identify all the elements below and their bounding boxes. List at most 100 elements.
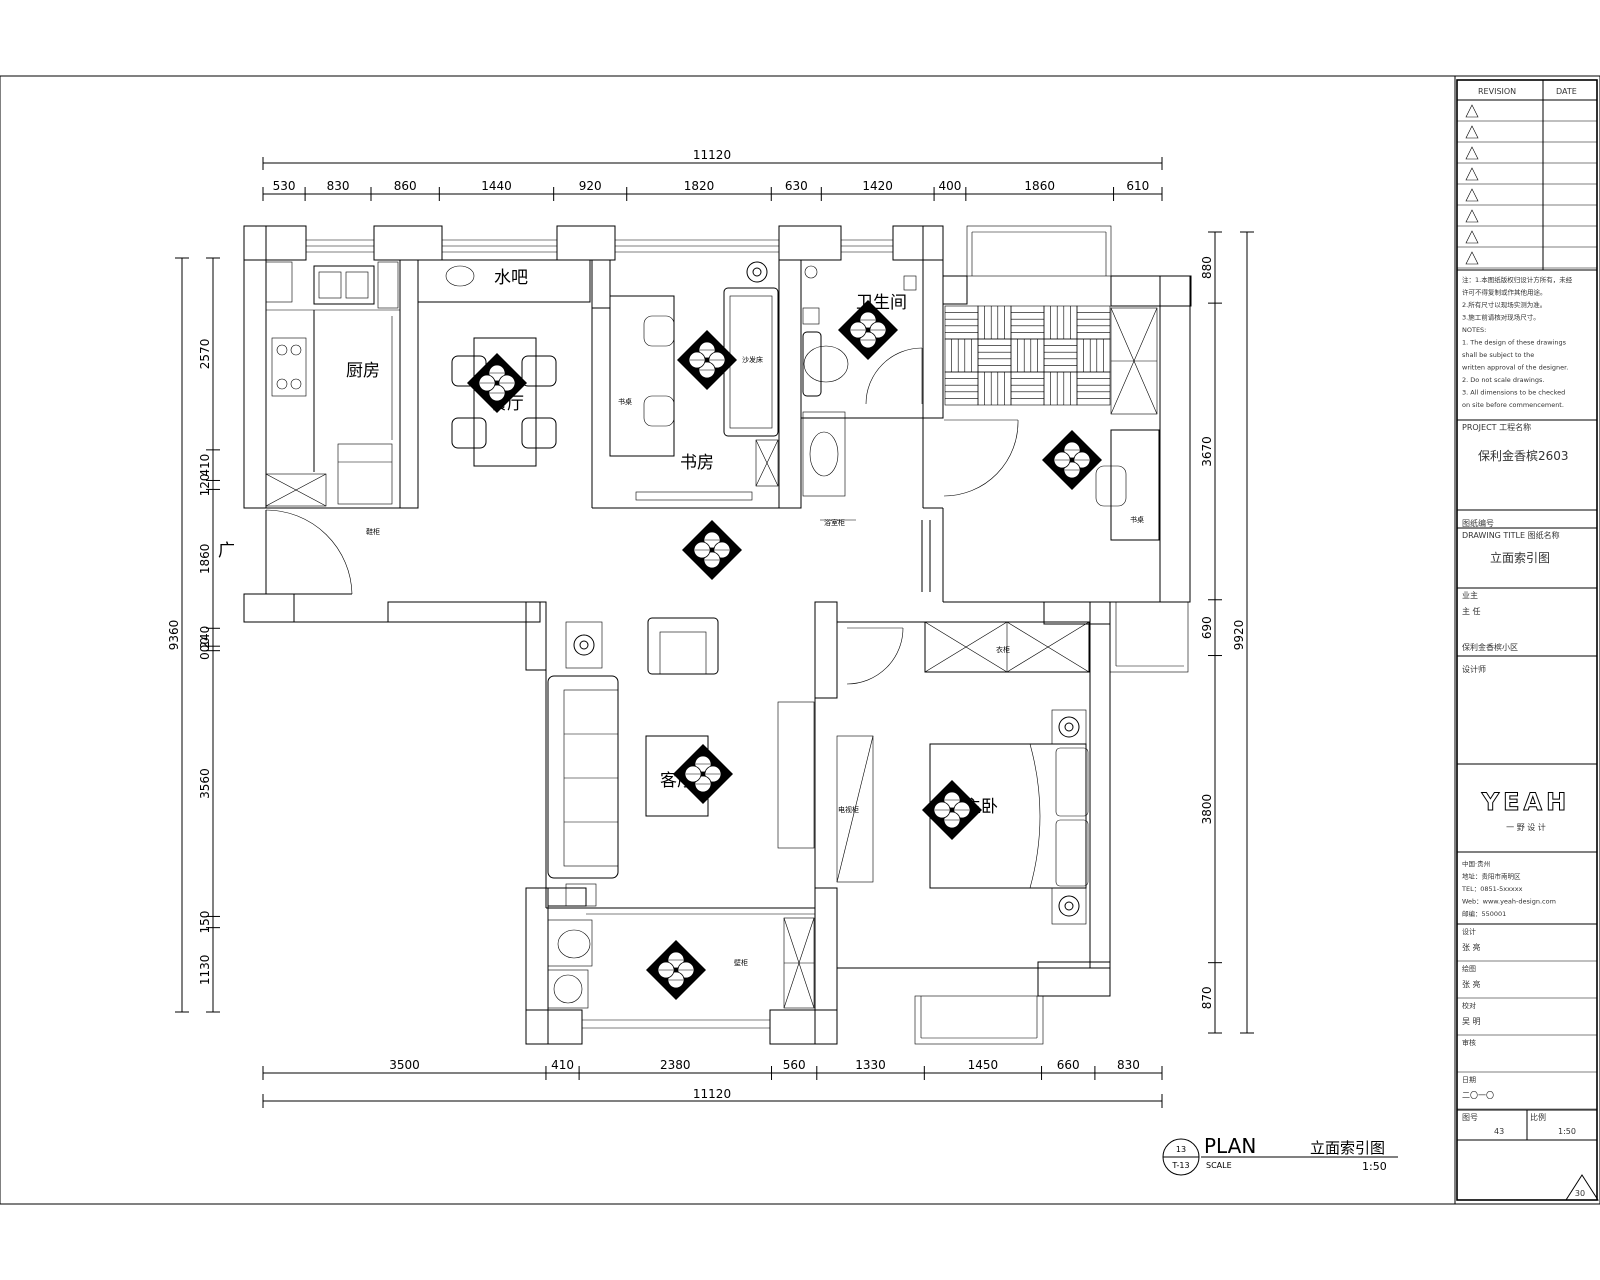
elevation-marker-3 (1042, 430, 1102, 490)
tb-row-value-4: 二〇一〇 (1462, 1091, 1494, 1100)
drawing-frame (0, 75, 1600, 1205)
tb-row-label-4: 日期 (1462, 1076, 1476, 1084)
note-line-3: 3.施工前请核对现场尺寸。 (1462, 313, 1540, 322)
left-dim-6: 3560 (198, 768, 212, 799)
top-total-dim: 11120 (693, 148, 731, 162)
tv-cabinet-label: 电视柜 (838, 805, 859, 814)
tb-row-value-2: 吴 明 (1462, 1017, 1481, 1026)
company-logo-sub: 一 野 设 计 (1506, 822, 1546, 832)
bottom-dim-5: 1450 (968, 1058, 999, 1072)
project-label: PROJECT 工程名称 (1462, 422, 1531, 432)
plan-number: 13 (1176, 1145, 1186, 1154)
drawing-title: 立面索引图 (1490, 550, 1550, 565)
bottom-dim-7: 830 (1117, 1058, 1140, 1072)
right-dim-3: 3800 (1200, 794, 1214, 825)
tb-row-label-1: 绘图 (1462, 964, 1476, 973)
elevation-marker-1 (677, 330, 737, 390)
note-line-10: on site before commencement. (1462, 401, 1564, 409)
bath-cabinet-label: 浴室柜 (824, 518, 845, 527)
top-dim-3: 1440 (481, 179, 512, 193)
right-dim-1: 3670 (1200, 436, 1214, 467)
note-line-2: 2.所有尺寸以现场实测为准。 (1462, 300, 1546, 309)
second-bedroom-furniture (943, 307, 1160, 541)
elevation-marker-6 (922, 780, 982, 840)
note-line-7: written approval of the designer. (1462, 364, 1568, 372)
note-line-4: NOTES: (1462, 326, 1486, 334)
note-line-0: 注：1.本图纸版权归设计方所有，未经 (1462, 275, 1573, 284)
desk-label-2: 书桌 (1130, 515, 1144, 524)
left-dim-1: 410 (198, 454, 212, 477)
elevation-marker-2 (838, 300, 898, 360)
walls (243, 225, 1192, 1045)
sofa-bed-label: 沙发床 (742, 355, 763, 364)
top-dim-5: 1820 (684, 179, 715, 193)
kitchen-fixtures (265, 261, 400, 507)
date-header: DATE (1556, 87, 1577, 96)
balcony-cabinet-label: 壁柜 (734, 958, 748, 967)
company-info-3: Web：www.yeah-design.com (1462, 898, 1556, 906)
company-info-2: TEL：0851-5xxxxx (1461, 885, 1523, 893)
left-dim-5: 000 (198, 637, 212, 660)
right-dim-2: 690 (1200, 616, 1214, 639)
sheet-value: 43 (1494, 1127, 1504, 1136)
company-info-0: 中国·贵州 (1462, 859, 1490, 868)
left-dim-0: 2570 (198, 339, 212, 370)
sheet-label: 图号 (1462, 1113, 1478, 1122)
tb-row-label-3: 审核 (1462, 1038, 1476, 1047)
drawing-title-label: DRAWING TITLE 图纸名称 (1462, 530, 1560, 540)
right-dim-4: 870 (1200, 986, 1214, 1009)
bottom-dim-6: 660 (1057, 1058, 1080, 1072)
parquet-floor (944, 305, 1111, 406)
plan-title: 13 T-13 PLAN SCALE 立面索引图 1:50 (1162, 1134, 1398, 1176)
note-line-6: shall be subject to the (1462, 351, 1534, 359)
kitchen-label: 厨房 (346, 361, 380, 381)
right-dimensions: 9920 880 3670 690 3800 870 (1200, 231, 1254, 1034)
top-dim-1: 830 (327, 179, 350, 193)
note-line-9: 3. All dimensions to be checked (1462, 389, 1565, 397)
elevation-marker-5 (673, 744, 733, 804)
shoe-cabinet-label: 鞋柜 (366, 527, 380, 536)
bottom-dim-3: 560 (783, 1058, 806, 1072)
top-dim-2: 860 (394, 179, 417, 193)
note-line-8: 2. Do not scale drawings. (1462, 376, 1544, 384)
plan-sheet: T-13 (1171, 1161, 1189, 1170)
entry-label: 广 (218, 541, 235, 561)
bottom-dim-0: 3500 (389, 1058, 420, 1072)
left-dim-7: 150 (198, 911, 212, 934)
bottom-total-dim: 11120 (693, 1087, 731, 1101)
right-dim-0: 880 (1200, 256, 1214, 279)
bottom-dim-1: 410 (551, 1058, 574, 1072)
bottom-dim-4: 1330 (855, 1058, 886, 1072)
client-label: 业主 (1462, 590, 1478, 600)
wardrobe-label: 衣柜 (996, 645, 1010, 654)
project-name: 保利金香槟2603 (1478, 448, 1569, 463)
title-block: REVISION DATE 注：1.本图纸版权归设计方所有，未经 许可不得复制或… (1457, 80, 1599, 1201)
master-bedroom-furniture (836, 621, 1090, 925)
drawing-no-label: 图纸编号 (1462, 518, 1494, 528)
address: 保利金香槟小区 (1462, 642, 1518, 652)
left-dim-8: 1130 (198, 955, 212, 986)
balcony-fixtures (547, 917, 815, 1009)
desk-label: 书桌 (618, 397, 632, 406)
elevation-marker-4 (682, 520, 742, 580)
designer-label: 设计师 (1462, 664, 1486, 674)
right-total-dim: 9920 (1232, 620, 1246, 651)
page-number: 30 (1575, 1189, 1585, 1198)
left-total-dim: 9360 (167, 620, 181, 651)
plan-scale-label: SCALE (1206, 1161, 1232, 1170)
scale-value: 1:50 (1558, 1127, 1576, 1136)
water-bar-label: 水吧 (494, 268, 528, 288)
elevation-marker-7 (646, 940, 706, 1000)
top-dim-8: 400 (939, 179, 962, 193)
top-dim-7: 1420 (862, 179, 893, 193)
elevation-marker-0 (467, 353, 527, 413)
top-dim-9: 1860 (1024, 179, 1055, 193)
plan-scale: 1:50 (1362, 1160, 1387, 1173)
left-dim-2: 120 (198, 473, 212, 496)
note-line-5: 1. The design of these drawings (1462, 339, 1567, 347)
plan-word: PLAN (1204, 1134, 1256, 1158)
